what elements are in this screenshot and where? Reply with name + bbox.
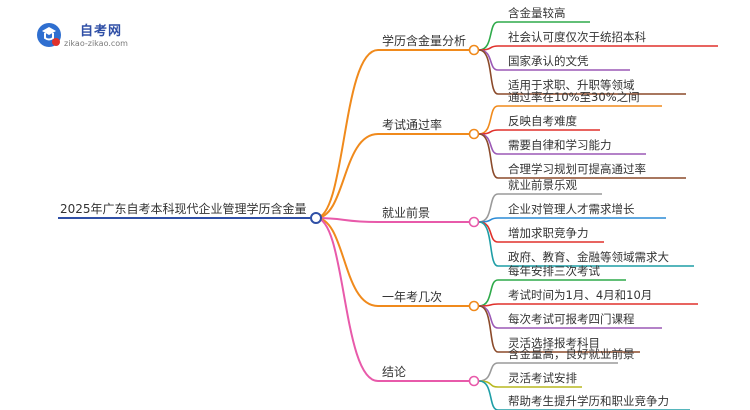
branch-node-circle [468, 44, 480, 56]
leaf-label: 考试时间为1月、4月和10月 [508, 288, 652, 302]
leaf-label: 国家承认的文凭 [508, 54, 589, 68]
leaf-connector [478, 217, 499, 223]
leaf-label: 增加求职竞争力 [508, 226, 589, 240]
site-logo[interactable]: 自考网 zikao-zikao.com [28, 18, 168, 54]
leaf-label: 合理学习规划可提高通过率 [508, 162, 646, 176]
leaf-label: 每年安排三次考试 [508, 264, 600, 278]
root-node-circle [310, 212, 322, 224]
leaf-connector [478, 221, 499, 267]
leaf-label: 企业对管理人才需求增长 [508, 202, 635, 216]
branch-label: 结论 [382, 365, 406, 379]
leaf-connector [478, 45, 499, 51]
leaf-label: 帮助考生提升学历和职业竞争力 [508, 394, 669, 408]
branch-node-circle [468, 216, 480, 228]
leaf-connector [478, 380, 499, 410]
leaf-label: 政府、教育、金融等领域需求大 [508, 250, 669, 264]
branch-node-circle [468, 300, 480, 312]
leaf-label: 需要自律和学习能力 [508, 138, 612, 152]
leaf-connector [478, 129, 499, 135]
logo-icon [37, 23, 61, 47]
leaf-label: 社会认可度仅次于统招本科 [508, 30, 646, 44]
leaf-connector [478, 362, 499, 382]
branch-label: 就业前景 [382, 205, 430, 220]
logo-name: 自考网 [80, 24, 123, 39]
branch-node-circle [468, 128, 480, 140]
logo-url: zikao-zikao.com [64, 39, 128, 48]
leaf-label: 就业前景乐观 [508, 178, 577, 192]
branch-label: 考试通过率 [382, 117, 442, 132]
branch-connector [315, 217, 379, 223]
leaf-label: 适用于求职、升职等领域 [508, 78, 635, 92]
leaf-label: 含金量高，良好就业前景 [508, 347, 635, 361]
leaf-label: 灵活选择报考科目 [508, 336, 600, 350]
root-node-label: 2025年广东自考本科现代企业管理学历含金量 [60, 201, 307, 216]
leaf-connector [478, 279, 499, 307]
branch-label: 一年考几次 [382, 290, 442, 304]
leaf-connector [478, 49, 499, 95]
leaf-label: 含金量较高 [508, 6, 566, 20]
branch-connector [315, 133, 379, 219]
leaf-connector [478, 305, 499, 353]
branch-connector [315, 49, 379, 219]
branch-connector [315, 217, 379, 382]
leaf-label: 反映自考难度 [508, 114, 577, 128]
branch-label: 学历含金量分析 [382, 33, 466, 48]
branch-node-circle [468, 375, 480, 387]
leaf-label: 灵活考试安排 [508, 371, 577, 385]
leaf-connector [478, 133, 499, 179]
leaf-label: 每次考试可报考四门课程 [508, 312, 635, 326]
branch-connector [315, 217, 379, 307]
leaf-label: 通过率在10%至30%之间 [508, 90, 640, 104]
